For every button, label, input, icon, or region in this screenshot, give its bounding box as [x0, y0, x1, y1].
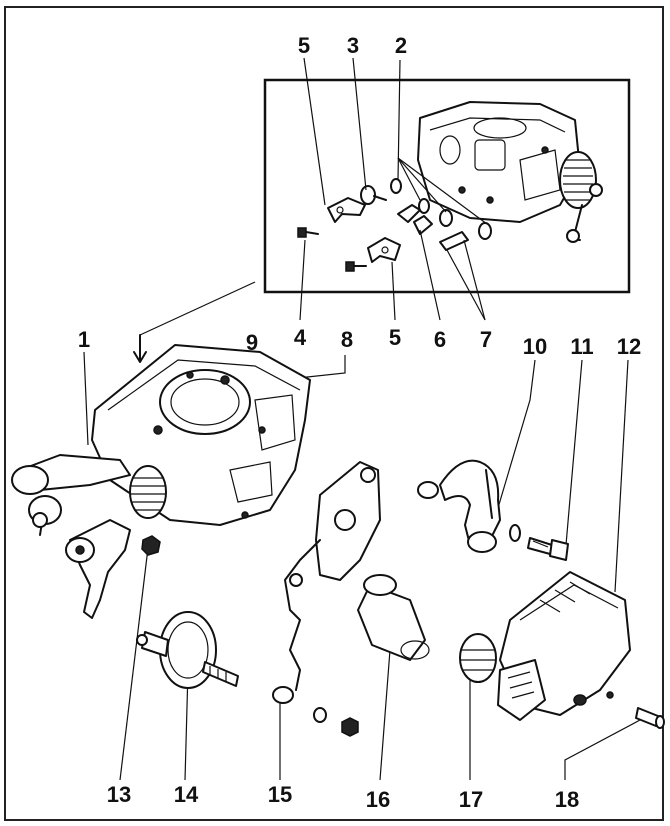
callout-9: 9 — [245, 330, 259, 355]
callout-12: 12 — [616, 334, 642, 359]
callout-3: 3 — [346, 33, 360, 58]
cylinder-part — [357, 574, 430, 661]
control-unit — [459, 571, 631, 721]
bolt-part — [509, 524, 569, 561]
callout-1: 1 — [77, 327, 91, 352]
diaphragm-part — [136, 611, 239, 689]
callout-10: 10 — [522, 334, 548, 359]
callout-5-bottom: 5 — [388, 325, 402, 350]
fitting-part — [417, 459, 501, 553]
inset-small-parts — [297, 178, 492, 272]
callout-16: 16 — [365, 787, 391, 812]
callout-17: 17 — [458, 787, 484, 812]
callout-5-top: 5 — [297, 33, 311, 58]
inset-box — [263, 78, 631, 294]
callout-2: 2 — [394, 33, 408, 58]
callout-6: 6 — [433, 327, 447, 352]
callout-18: 18 — [554, 787, 580, 812]
callout-4: 4 — [293, 325, 307, 350]
callout-14: 14 — [173, 782, 199, 807]
inset-throttle-housing — [417, 101, 603, 243]
callout-7: 7 — [479, 327, 493, 352]
callout-11: 11 — [570, 334, 594, 359]
callout-13: 13 — [106, 782, 132, 807]
callout-15: 15 — [267, 782, 293, 807]
throttle-body — [11, 344, 311, 619]
leader-lines — [83, 57, 641, 781]
bracket-plate — [272, 461, 381, 737]
callout-8: 8 — [340, 327, 354, 352]
pin-part — [635, 707, 665, 729]
